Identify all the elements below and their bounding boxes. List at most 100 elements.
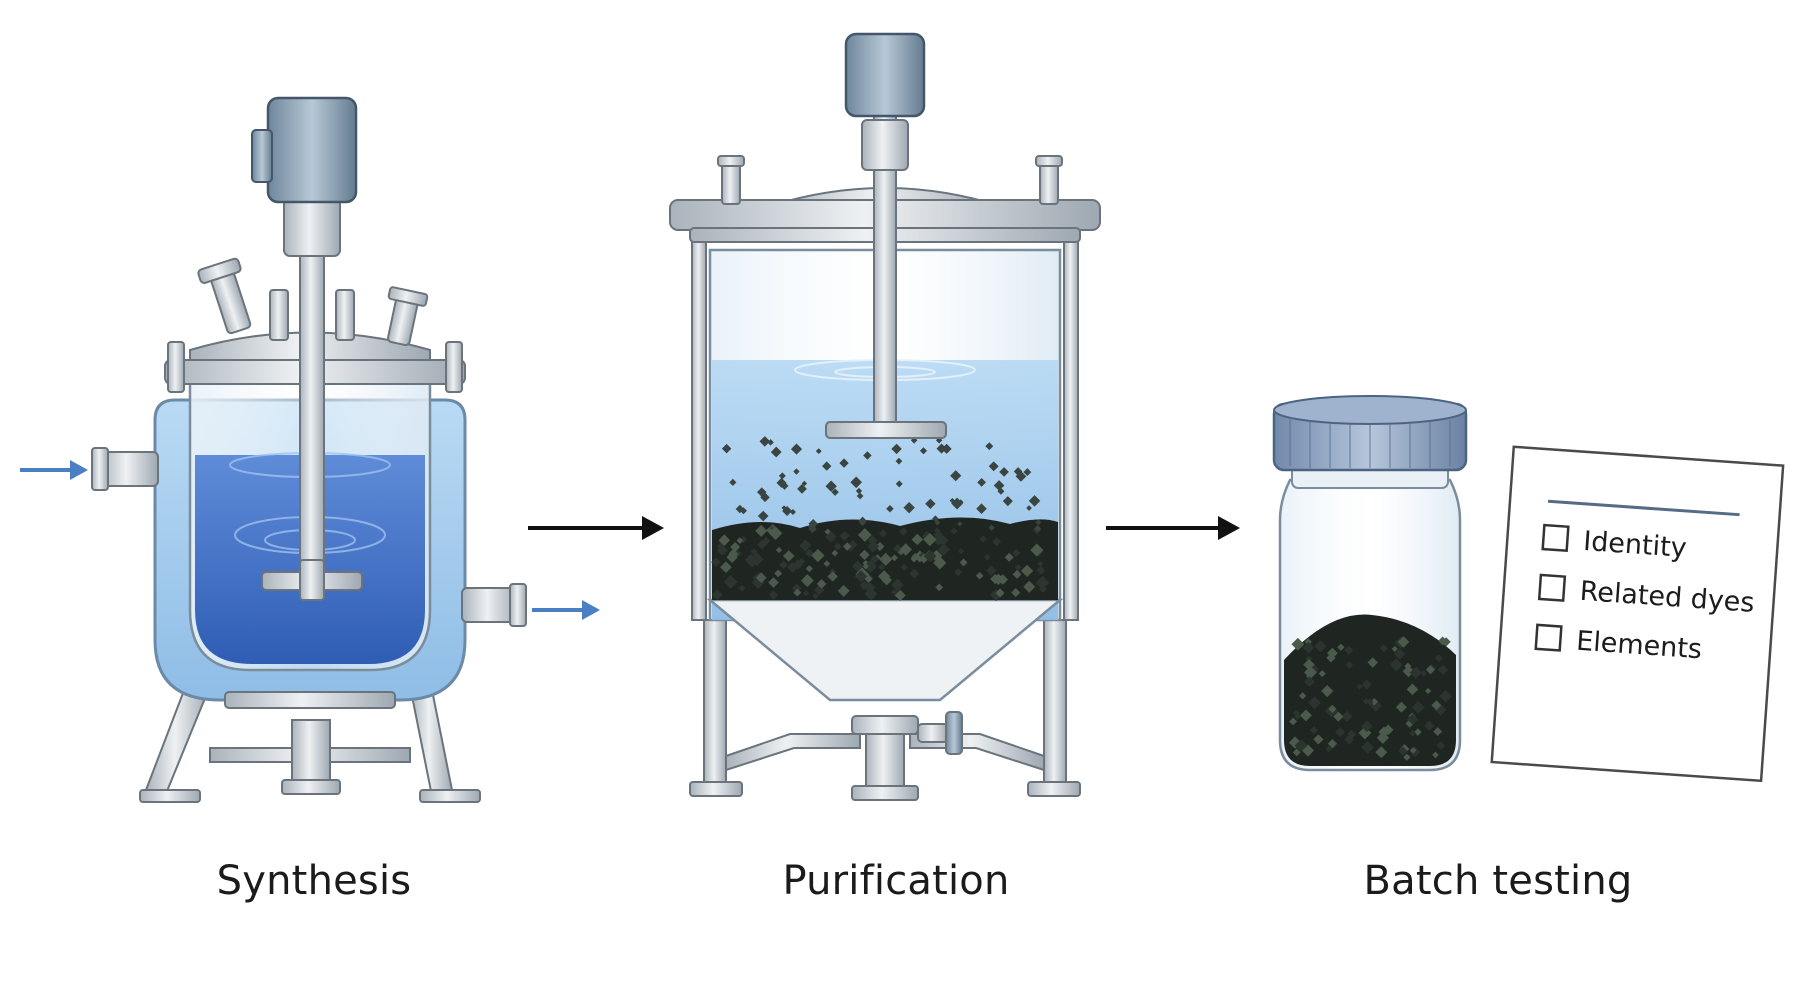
crystal-speck (1335, 727, 1346, 738)
crystal-speck (1431, 700, 1442, 711)
crystal-speck (768, 577, 779, 588)
crystal-speck (831, 488, 839, 496)
crystal-speck (923, 533, 937, 547)
crystal-speck (1036, 565, 1046, 575)
crystal-speck (1328, 704, 1337, 714)
crystal-speck (1318, 670, 1326, 678)
crystal-speck (1398, 746, 1408, 756)
test-checklist-card: Identity Related dyes Elements (1490, 445, 1785, 783)
crystal-speck (1308, 696, 1321, 710)
crystal-speck (1020, 564, 1034, 578)
crystal-speck (850, 476, 862, 489)
crystal-speck (1425, 665, 1436, 675)
crystal-speck (711, 557, 721, 567)
crystal-speck (1394, 648, 1406, 660)
crystal-speck (824, 528, 831, 536)
crystal-speck (911, 533, 924, 546)
crystal-speck (1379, 644, 1388, 653)
crystal-speck (881, 574, 893, 586)
crystal-speck (977, 478, 987, 487)
crystal-speck (950, 527, 958, 535)
crystal-speck (1304, 665, 1317, 679)
crystal-speck (729, 478, 737, 486)
crystal-speck (1409, 729, 1417, 737)
crystal-speck (1035, 519, 1042, 526)
crystal-speck (1409, 666, 1423, 679)
crystal-speck (738, 584, 746, 592)
crystal-speck (1039, 585, 1048, 593)
crystal-speck (798, 557, 806, 565)
crystal-speck (862, 563, 869, 570)
crystal-speck (895, 480, 903, 488)
crystal-speck (999, 467, 1009, 477)
crystal-speck (1291, 637, 1305, 651)
crystal-speck (1403, 753, 1411, 761)
crystal-speck (782, 550, 795, 562)
crystal-speck (837, 584, 850, 597)
synthesis-reactor-icon (91, 96, 527, 803)
crystal-speck (878, 563, 886, 571)
crystal-speck (790, 443, 803, 455)
crystal-speck (775, 546, 783, 554)
crystal-speck (870, 554, 880, 564)
crystal-speck (1028, 495, 1041, 507)
crystal-speck (823, 560, 831, 567)
crystal-speck (957, 499, 964, 506)
crystal-speck (1361, 740, 1375, 754)
sample-jar-icon (1272, 395, 1468, 772)
crystal-speck (975, 571, 984, 580)
crystal-speck (768, 524, 775, 531)
crystal-speck (864, 574, 873, 584)
crystal-speck (1325, 745, 1332, 753)
crystal-speck (1289, 717, 1298, 726)
crystal-speck (957, 521, 963, 527)
crystal-speck (744, 553, 757, 566)
crystal-speck (793, 468, 800, 475)
crystal-speck (937, 543, 951, 556)
crystal-speck (1314, 640, 1327, 653)
crystal-speck (988, 461, 999, 472)
crystal-speck (899, 527, 908, 536)
crystal-speck (979, 535, 987, 543)
crystal-speck (856, 492, 864, 500)
crystal-speck (1034, 525, 1042, 532)
crystal-speck (803, 590, 810, 597)
crystal-speck (1294, 739, 1308, 752)
crystal-speck (723, 575, 738, 589)
crystal-speck (816, 579, 827, 589)
crystal-speck (919, 447, 928, 455)
crystal-speck (839, 530, 850, 542)
crystal-speck (893, 544, 902, 553)
crystal-speck (757, 487, 767, 497)
crystal-speck (891, 578, 904, 592)
crystal-speck (863, 451, 872, 460)
crystal-speck (1424, 720, 1435, 731)
crystal-speck (986, 565, 997, 576)
crystal-speck (1439, 689, 1452, 703)
crystal-speck (842, 542, 852, 551)
crystal-speck (919, 553, 929, 564)
crystal-speck (1414, 728, 1422, 736)
crystal-speck (1309, 725, 1319, 735)
crystal-speck (1303, 676, 1315, 688)
crystal-speck (909, 568, 920, 579)
crystal-speck (767, 439, 774, 446)
crystal-speck (1326, 653, 1336, 663)
crystal-speck (875, 541, 885, 552)
crystal-speck (855, 487, 863, 495)
crystal-speck (859, 580, 870, 591)
crystal-speck (1367, 657, 1378, 668)
crystal-speck (1436, 740, 1446, 750)
crystal-speck (1441, 637, 1451, 647)
crystal-speck (1362, 698, 1370, 705)
checklist-item: Identity (1541, 523, 1688, 564)
crystal-speck (1302, 641, 1315, 654)
checkbox-icon (1537, 573, 1567, 602)
crystal-speck (750, 548, 758, 556)
crystal-speck (1389, 658, 1403, 672)
checklist-item-label: Identity (1582, 526, 1687, 564)
crystal-speck (900, 563, 908, 571)
crystal-bed (711, 523, 1050, 602)
crystal-speck (1409, 747, 1417, 754)
crystal-speck (730, 541, 741, 552)
